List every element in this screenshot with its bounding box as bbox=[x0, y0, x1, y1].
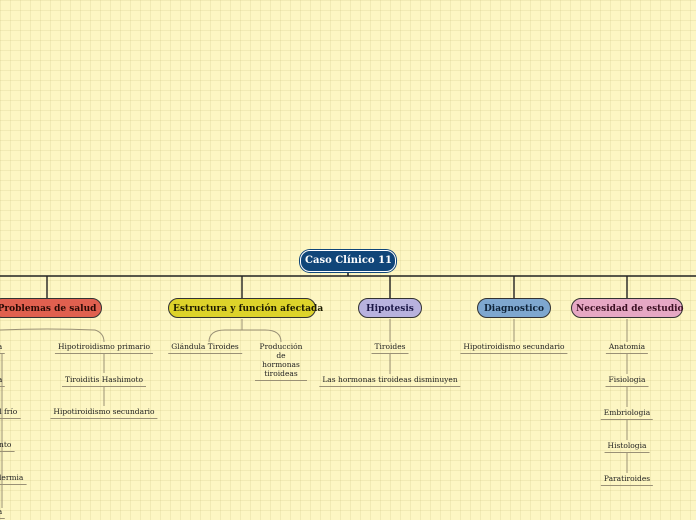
branch-problemas-de-salud[interactable]: Problemas de salud bbox=[0, 298, 102, 318]
leaf-hormonas-disminuyen[interactable]: Las hormonas tiroideas disminuyen bbox=[319, 375, 461, 387]
branch-estructura-y-funcion[interactable]: Estructura y función afectada bbox=[168, 298, 323, 318]
leaf-produccion-hormonas[interactable]: Producción de hormonas tiroideas bbox=[255, 342, 307, 381]
root-node[interactable]: Caso Clínico 11 bbox=[300, 250, 396, 272]
leaf-tiroiditis-hashimoto[interactable]: Tiroiditis Hashimoto bbox=[62, 375, 146, 387]
leaf-anatomia[interactable]: Anatomia bbox=[605, 342, 649, 354]
leaf-glandula-tiroides[interactable]: Glándula Tiroides bbox=[168, 342, 242, 354]
branch-curve bbox=[208, 329, 282, 343]
problem-leaf[interactable]: dermia bbox=[0, 473, 27, 485]
problem-leaf[interactable]: ento bbox=[0, 440, 15, 452]
branch-necesidad-de-estudio[interactable]: Necesidad de estudio bbox=[571, 298, 684, 318]
leaf-hipotiroidismo-secundario[interactable]: Hipotiroidismo secundario bbox=[50, 407, 158, 419]
problem-leaf[interactable]: a bbox=[0, 375, 6, 387]
branch-diagnostico[interactable]: Diagnostico bbox=[477, 298, 551, 318]
leaf-fisiologia[interactable]: Fisiologia bbox=[605, 375, 649, 387]
branch-curve bbox=[0, 328, 105, 343]
problem-leaf[interactable]: a bbox=[0, 342, 6, 354]
leaf-paratiroides[interactable]: Paratiroides bbox=[600, 474, 654, 486]
leaf-embriologia[interactable]: Embriologia bbox=[600, 408, 654, 420]
leaf-histologia[interactable]: Histologia bbox=[604, 441, 650, 453]
leaf-diagnostico-hipotiroidismo[interactable]: Hipotiroidismo secundario bbox=[460, 342, 568, 354]
leaf-hipotiroidismo-primario[interactable]: Hipotiroidismo primario bbox=[54, 342, 154, 354]
problem-leaf[interactable]: a bbox=[0, 507, 6, 519]
branch-hipotesis[interactable]: Hipotesis bbox=[358, 298, 422, 318]
leaf-tiroides[interactable]: Tiroides bbox=[371, 342, 409, 354]
problem-leaf[interactable]: al frío bbox=[0, 407, 21, 419]
